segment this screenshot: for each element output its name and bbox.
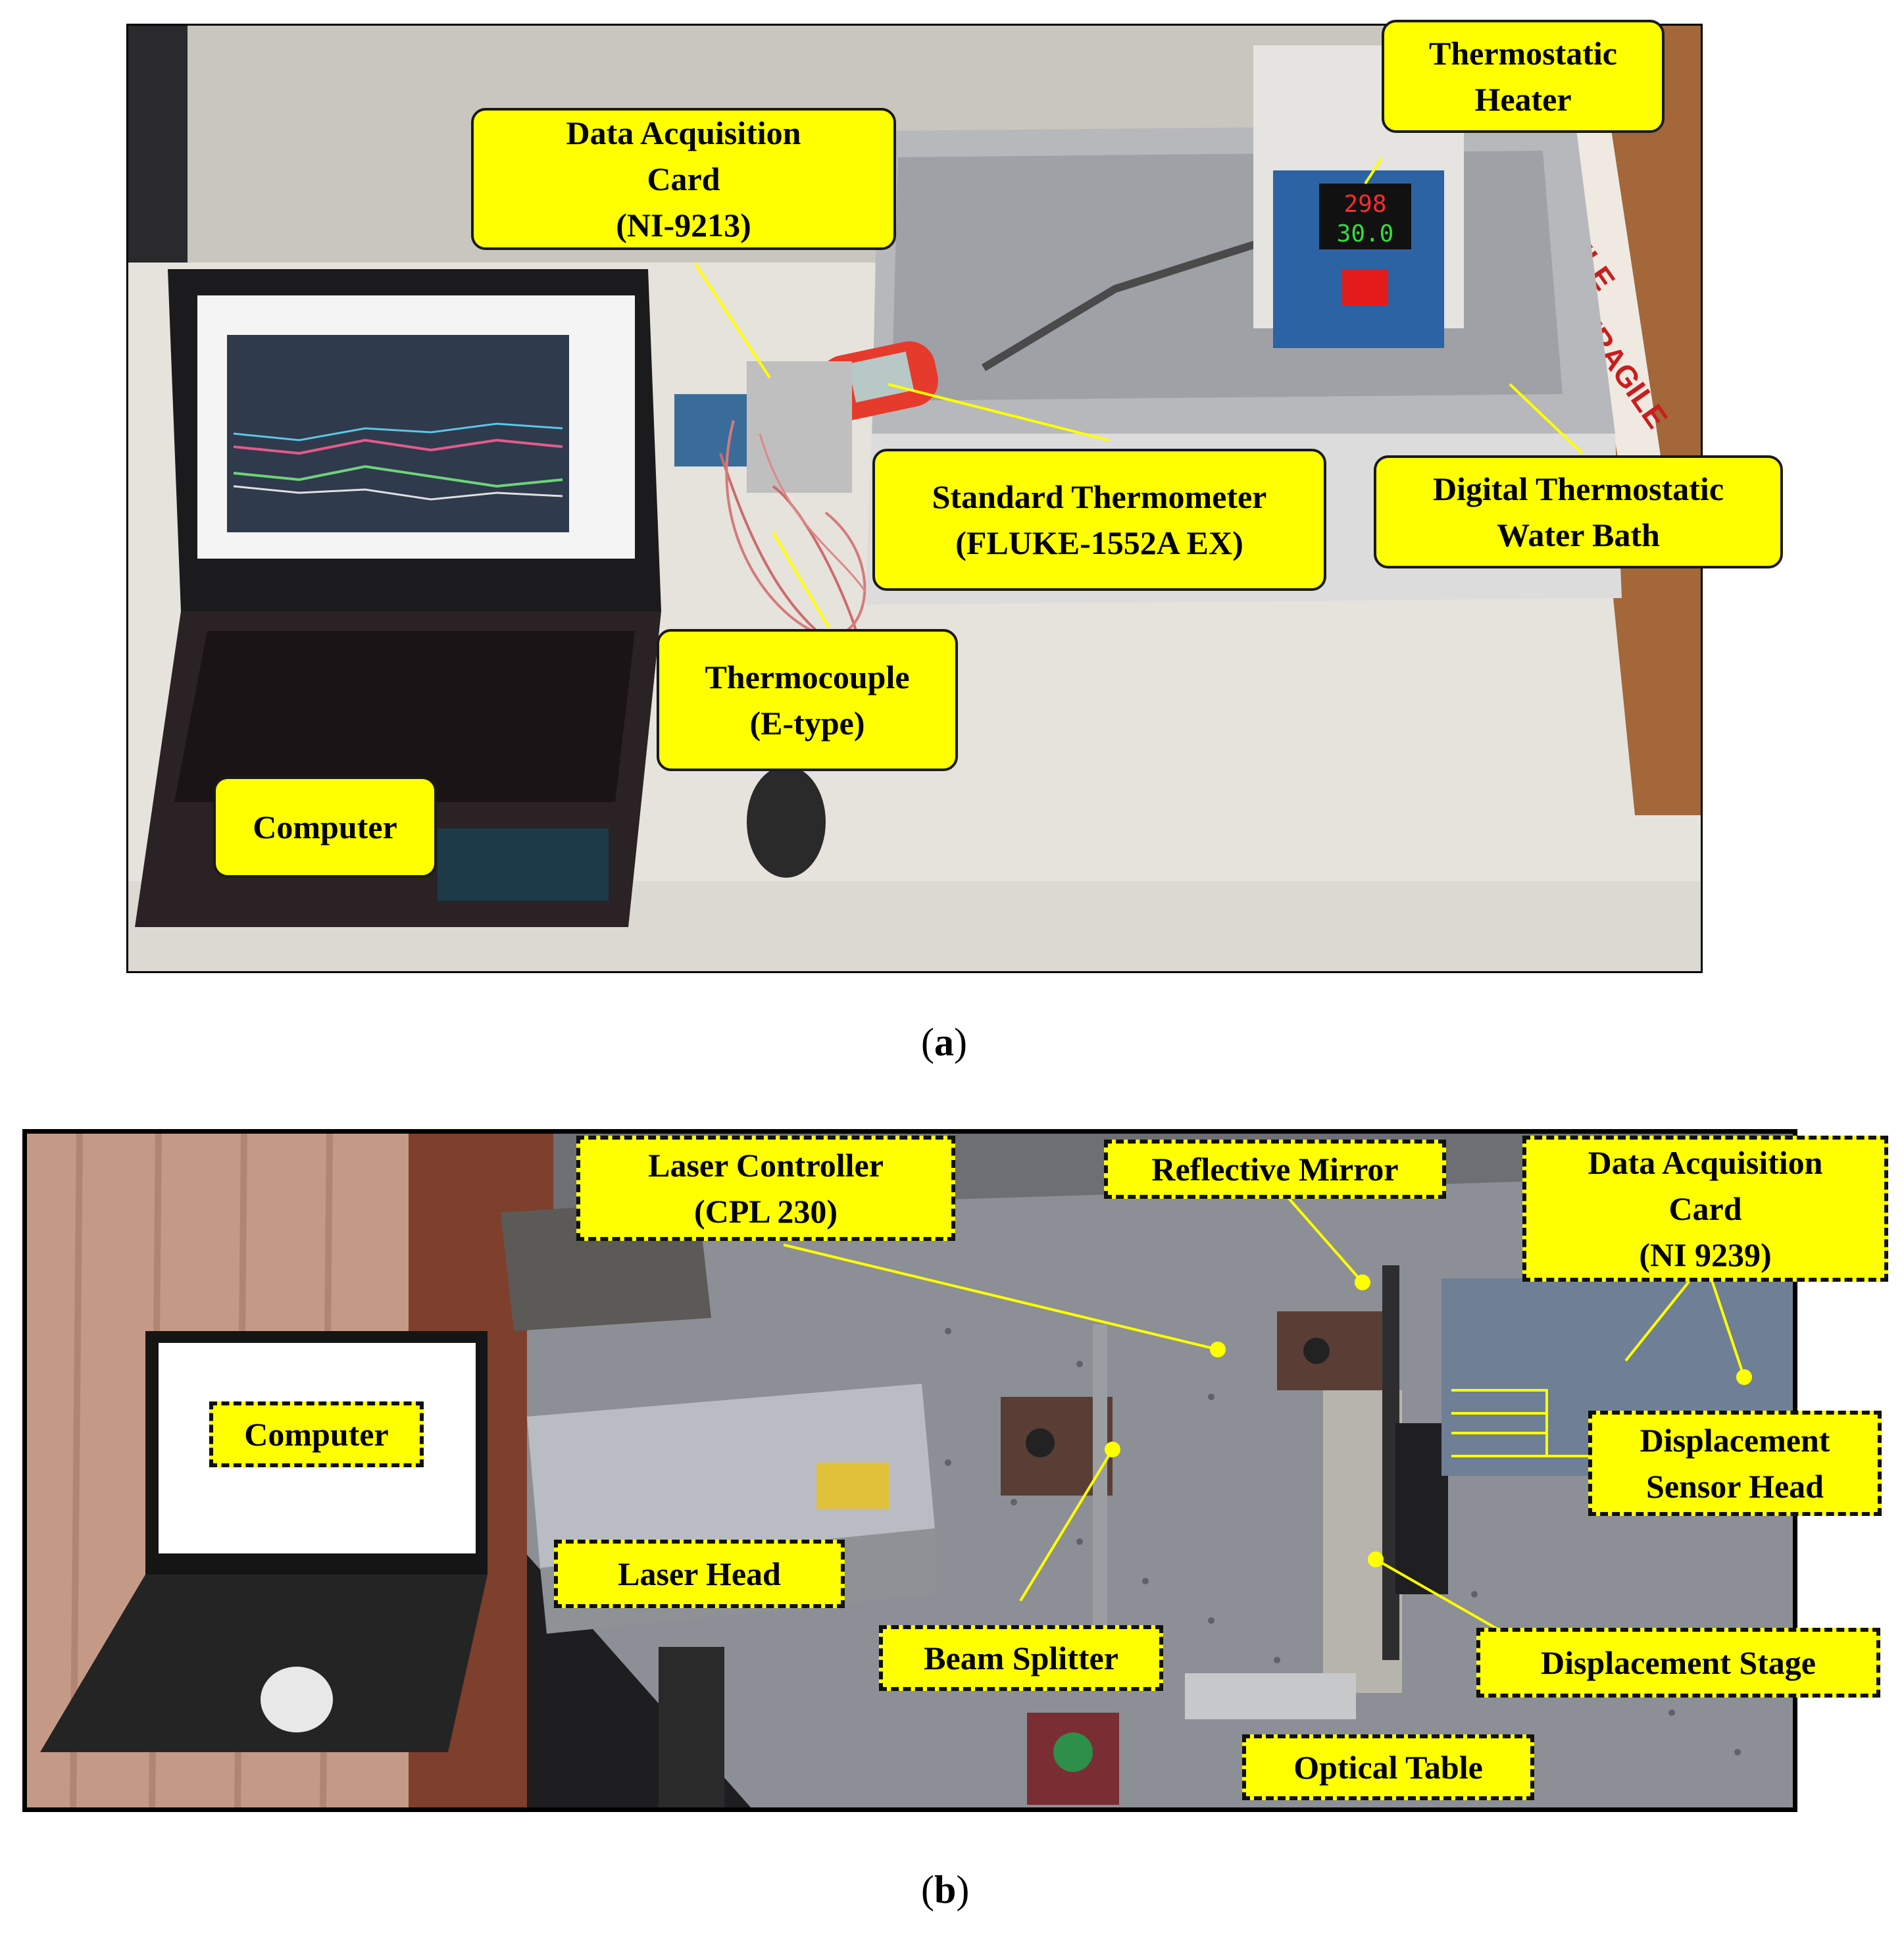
label-laser-controller: Laser Controller(CPL 230) <box>576 1136 955 1241</box>
caption-a: (a) <box>921 1021 967 1064</box>
laptop <box>135 269 661 927</box>
photo-panel-b <box>22 1129 1797 1812</box>
daq-card-and-wires <box>674 361 866 661</box>
caption-b: (b) <box>921 1868 970 1911</box>
mirror-and-stage <box>1185 1265 1448 1719</box>
label-laser-head: Laser Head <box>554 1540 845 1608</box>
label-computer-b: Computer <box>209 1401 424 1467</box>
leader-lines-b <box>783 1184 1752 1681</box>
heater-sv-readout: 30.0 <box>1337 220 1394 247</box>
thermostatic-heater: 298 30.0 <box>1253 45 1464 348</box>
heater-pv-readout: 298 <box>1343 191 1386 218</box>
label-displacement-stage: Displacement Stage <box>1476 1628 1880 1698</box>
label-beam-splitter: Beam Splitter <box>879 1625 1163 1691</box>
label-optical-table: Optical Table <box>1242 1734 1534 1800</box>
label-standard-thermometer: Standard Thermometer(FLUKE-1552A EX) <box>872 449 1326 591</box>
label-thermocouple: Thermocouple(E-type) <box>657 629 958 771</box>
lab-setup-photo-b <box>27 1134 1793 1807</box>
label-computer-a: Computer <box>213 776 437 878</box>
label-reflective-mirror: Reflective Mirror <box>1104 1140 1446 1199</box>
leader-lines-a <box>694 157 1584 629</box>
mouse <box>747 766 826 878</box>
